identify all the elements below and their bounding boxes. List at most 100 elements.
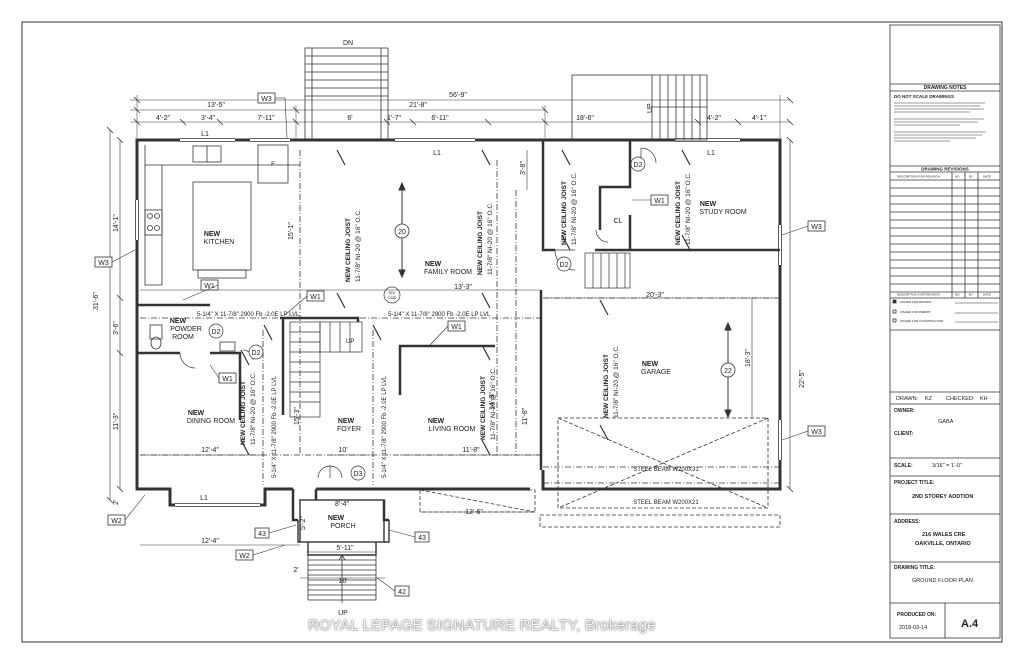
do-not-scale-note: DO NOT SCALE DRAWINGS [894,94,954,99]
project-title-label: PROJECT TITLE: [894,480,935,486]
col-description: DESCRIPTION FOR REVISION [897,175,940,179]
lintel-dining: L1 [200,495,208,502]
interior-stairs [289,321,363,418]
family-label: FAMILY ROOM [424,269,472,276]
dim-3-6: 3'-6" [113,321,120,335]
drawing-notes-title: DRAWING NOTES [924,85,967,91]
steel-beam-1: STEEL BEAM W200X31 [633,467,699,473]
rear-stairs-left [304,47,389,141]
tag-boxes [94,92,826,597]
tag-w1-stair: W1 [310,294,321,301]
lintel-family: L1 [433,150,441,157]
tag-42: 42 [398,589,406,596]
powder-label-room: ROOM [172,334,194,341]
tag-43-right: 43 [418,535,426,542]
checked-value: KH [980,396,988,402]
scale-label: SCALE: [894,463,913,469]
span-tags [394,223,736,378]
col-description-2: DESCRIPTION FOR REVISION [897,293,940,297]
tag-w3-left: W3 [98,260,109,267]
tag-texts: W3 W3 W3 W3 W2 W2 W1 W1 W1 W1 W1 43 43 4… [98,96,822,596]
joist-family-spec: 11-7/8" NI-20 @ 16" O.C. [355,209,362,282]
drawing-title-value: GROUND FLOOR PLAN [912,578,973,584]
owner-value: GABA [938,419,954,425]
dim-6: 6' [347,115,352,122]
tag-d2-powder: D2 [212,329,221,336]
powder-label-new: NEW [170,318,187,325]
scale-value: 3/16" = 1'-0" [932,463,962,469]
issued-for-construction: ISSUED FOR CONSTRUCTION [900,319,943,323]
study-label-new: NEW [700,201,717,208]
drawn-value: KZ [925,396,933,402]
dim-20-3: 20'-3" [646,292,664,299]
drawn-label: DRAWN: [896,396,919,402]
joist-family-title: NEW CEILING JOIST [345,218,352,282]
porch-label-new: NEW [328,515,345,522]
dim-4-2a: 4'-2" [156,115,170,122]
dimension-ticks [106,96,794,504]
lintel-kitchen: L1 [201,131,209,138]
brokerage-watermark: ROYAL LEPAGE SIGNATURE REALTY, Brokerage [308,617,656,634]
living-label: LIVING ROOM [429,426,476,433]
door-tag-texts: D2 D2 D3 D2 D2 [212,162,643,478]
tag-w1-dining: W1 [222,376,233,383]
interior-walls [137,140,780,522]
dim-3-8: 3'-8" [520,161,527,175]
title-block-text: DRAWING NOTES DO NOT SCALE DRAWINGS DRAW… [894,85,998,631]
produced-on-label: PRODUCED ON: [897,612,937,618]
address-label: ADDRESS: [894,519,920,525]
lvl-beam-vert-left: 5-1/4" X 11-7/8" 2900 Fb -2.0E LP LVL [272,375,278,478]
dim-2a: 2' [113,500,120,505]
title-block [889,24,1001,639]
joist-closet-spec: 11-7/8" NI-20 @ 16" O.C. [571,172,578,245]
family-label-new: NEW [425,261,442,268]
sheet-number: A.4 [961,618,979,630]
tag-d2-study: D2 [634,162,643,169]
tag-w3-right-bottom: W3 [811,429,822,436]
dim-11-8a: 11'-8" [462,447,480,454]
rear-stair-label: DN [343,40,353,47]
dim-2b: 2' [293,567,298,574]
dim-15-1: 15'-1" [288,222,295,240]
lvl-beam-right: 5-1/4" X 11-7/8" 2900 Fb -2.0E LP LVL [388,312,491,318]
drawing-revisions-title: DRAWING REVISIONS [921,167,969,172]
dim-15-3: 15'-3" [294,407,301,425]
room-labels: NEW KITCHEN NEW FAMILY ROOM NEW STUDY RO… [170,162,747,530]
study-label: STUDY ROOM [699,209,746,216]
tag-d3-foyer: D3 [354,471,363,478]
tag-w3-top: W3 [261,96,272,103]
powder-label: POWDER [170,326,202,333]
dimension-labels: 56'-9" 13'-5" 21'-8" 4'-2" 3'-4" 7'-11" … [93,92,806,585]
tag-d2-dining: D2 [252,350,261,357]
joist-family2-title: NEW CEILING JOIST [477,211,484,275]
dim-18-3: 18'-3" [745,349,752,367]
dim-11-8b: 11'-8" [522,407,529,425]
dim-13-5: 13'-5" [207,102,225,109]
dim-7-11: 7'-11" [257,115,275,122]
joist-garage-spec: 11-7/8" NI-20 @ 16" O.C. [613,345,620,418]
dim-overall: 56'-9" [449,92,467,99]
issued-for-review: ISSUED FOR REVIEW [900,300,931,304]
tag-w1-study: W1 [654,198,665,205]
col-no-2: NO. [955,293,961,297]
client-label: CLIENT: [894,431,914,437]
lvl-beam-vert-right: 5-1/4" X 11-7/8" 2900 Fb -2.0E LP LVL [382,375,388,478]
owner-label: OWNER: [894,408,915,414]
up-label-rear: UP [647,103,654,113]
dim-18-6: 18'-6" [576,115,594,122]
up-label-front: UP [338,610,348,617]
dim-14-1: 14'-1" [113,214,120,232]
joist-markers [240,149,691,456]
joist-labels: NEW CEILING JOIST 11-7/8" NI-20 @ 16" O.… [240,172,692,445]
garage-stairs [584,252,631,289]
kitchen-fixtures [144,144,300,286]
dim-1-7: 1'-7" [387,115,401,122]
dim-5-2: 5'-2" [300,516,307,530]
tag-w2-left: W2 [111,518,122,525]
kitchen-label-new: NEW [204,231,221,238]
dim-3-4: 3'-4" [201,115,215,122]
col-date-2: DATE [983,293,991,297]
foyer-label-new: NEW [338,418,355,425]
project-title-value: 2ND STOREY ADDTION [912,494,973,500]
door-tags [208,156,646,481]
